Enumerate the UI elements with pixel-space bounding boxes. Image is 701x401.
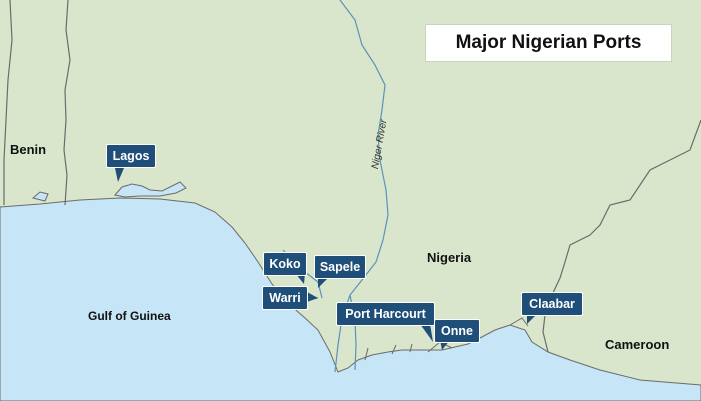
port-marker-claabar[interactable]: Claabar — [521, 292, 583, 316]
lagos-pointer — [115, 168, 124, 182]
gulf-of-guinea-water — [0, 197, 701, 401]
delta-channel — [364, 347, 369, 361]
benin-nigeria-border — [63, 0, 71, 206]
lagos-lagoon — [114, 181, 187, 198]
delta-channel — [409, 343, 413, 353]
map-title: Major Nigerian Ports — [425, 24, 672, 62]
sapele-pointer — [318, 278, 328, 288]
delta-channel — [391, 344, 397, 355]
port-marker-port-harcourt[interactable]: Port Harcourt — [336, 302, 435, 326]
coastal-inlet — [31, 191, 49, 202]
port-marker-lagos[interactable]: Lagos — [106, 144, 156, 168]
delta-channel — [509, 317, 529, 327]
warri-pointer — [307, 292, 318, 302]
benin-west-border — [3, 0, 13, 205]
port-harcourt-pointer — [420, 324, 433, 342]
port-marker-koko[interactable]: Koko — [263, 252, 307, 276]
port-marker-warri[interactable]: Warri — [262, 286, 308, 310]
region-label-gulf-of-guinea: Gulf of Guinea — [88, 309, 171, 323]
port-marker-sapele[interactable]: Sapele — [314, 255, 366, 279]
port-marker-onne[interactable]: Onne — [434, 319, 480, 343]
region-label-benin: Benin — [10, 142, 47, 157]
region-label-cameroon: Cameroon — [605, 337, 670, 352]
claabar-pointer — [527, 314, 537, 324]
region-label-nigeria: Nigeria — [427, 250, 472, 265]
